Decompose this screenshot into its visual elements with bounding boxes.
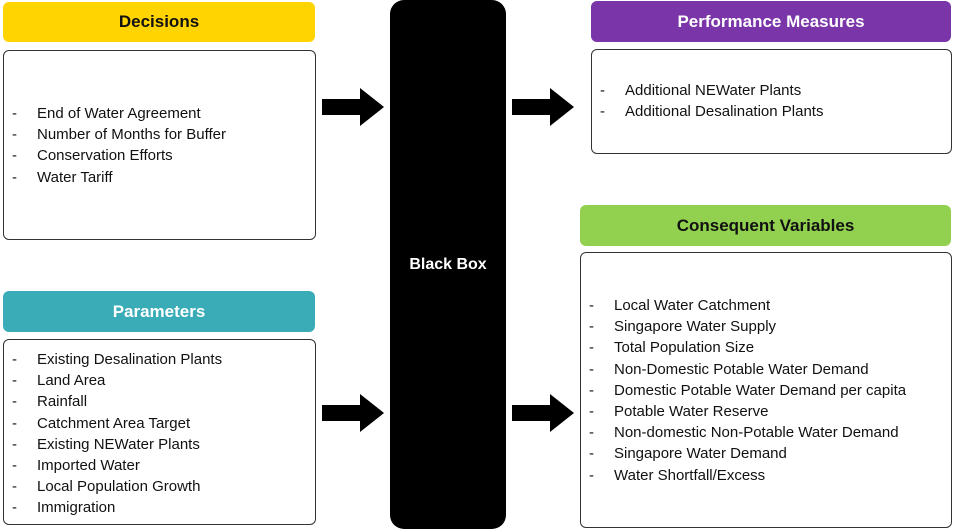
- black-box-label: Black Box: [409, 255, 487, 273]
- list-item-text: Non-domestic Non-Potable Water Demand: [614, 424, 899, 442]
- list-item-text: Non-Domestic Potable Water Demand: [614, 360, 869, 378]
- bullet-dash: -: [12, 393, 17, 411]
- performance-measures-box: - Additional NEWater Plants - Additional De…: [591, 49, 952, 154]
- arrow-blackbox-to-consequent: [512, 394, 574, 432]
- bullet-dash: -: [12, 351, 17, 368]
- list-item: - Additional Desalination Plants: [600, 101, 945, 122]
- list-item-text: Additional NEWater Plants: [625, 82, 802, 99]
- arrow-blackbox-to-performance: [512, 88, 574, 126]
- bullet-dash: -: [600, 103, 605, 121]
- consequent-variables-title: Consequent Variables: [676, 215, 855, 235]
- list-item-text: Existing NEWater Plants: [37, 435, 200, 453]
- list-item: - Total Population Size: [589, 337, 945, 358]
- bullet-dash: -: [589, 297, 594, 314]
- list-item: - End of Water Agreement: [12, 103, 309, 124]
- bullet-dash: -: [589, 339, 594, 357]
- list-item: - Catchment Area Target: [12, 413, 309, 434]
- bullet-dash: -: [12, 147, 17, 165]
- decisions-list: - End of Water Agreement - Number of Months…: [12, 103, 309, 188]
- list-item: - Water Tariff: [12, 167, 309, 188]
- list-item: - Local Population Growth: [12, 476, 309, 497]
- bullet-dash: -: [12, 478, 17, 496]
- list-item-text: Catchment Area Target: [37, 414, 191, 432]
- list-item: - Singapore Water Demand: [589, 443, 945, 464]
- consequent-variables-header: Consequent Variables: [580, 205, 951, 246]
- decisions-header: Decisions: [3, 2, 315, 42]
- list-item-text: Land Area: [37, 372, 106, 390]
- list-item: - Conservation Efforts: [12, 145, 309, 166]
- parameters-list: -Existing Desalination Plants-Land Area-…: [12, 349, 309, 519]
- list-item: - Additional NEWater Plants: [600, 80, 945, 101]
- list-item: - Land Area: [12, 370, 309, 391]
- list-item-text: Number of Months for Buffer: [37, 126, 226, 144]
- black-box: Black Box: [390, 0, 506, 529]
- list-item-text: Rainfall: [37, 393, 88, 411]
- performance-measures-title: Performance Measures: [677, 11, 865, 31]
- bullet-dash: -: [589, 424, 594, 442]
- list-item-text: Immigration: [37, 499, 116, 517]
- consequent-variables-box: - Local Water Catchment - Singapore Water S…: [580, 252, 952, 528]
- list-item-text: Conservation Efforts: [37, 147, 173, 165]
- performance-measures-header: Performance Measures: [591, 1, 951, 42]
- list-item-text: Singapore Water Supply: [614, 318, 777, 336]
- list-item: - Non-domestic Non-Potable Water Demand: [589, 422, 945, 443]
- bullet-dash: -: [12, 499, 17, 517]
- list-item-text: Domestic Potable Water Demand per capita: [614, 381, 907, 399]
- list-item-text: Additional Desalination Plants: [625, 103, 824, 121]
- bullet-dash: -: [589, 381, 594, 399]
- performance-measures-list: - Additional NEWater Plants - Additional De…: [600, 80, 945, 122]
- list-item: - Local Water Catchment: [589, 295, 945, 316]
- bullet-dash: -: [12, 414, 17, 432]
- list-item-text: Water Tariff: [37, 168, 113, 186]
- consequent-variables-list: - Local Water Catchment - Singapore Water S…: [589, 295, 945, 486]
- parameters-box: -Existing Desalination Plants-Land Area-…: [3, 339, 316, 525]
- list-item: - Rainfall: [12, 391, 309, 412]
- bullet-dash: -: [12, 105, 17, 122]
- list-item-text: End of Water Agreement: [37, 105, 201, 122]
- list-item-text: Local Water Catchment: [614, 297, 771, 314]
- bullet-dash: -: [12, 126, 17, 144]
- list-item-text: Total Population Size: [614, 339, 755, 357]
- list-item-text: Singapore Water Demand: [614, 445, 787, 463]
- list-item-text: Potable Water Reserve: [614, 403, 769, 421]
- bullet-dash: -: [12, 372, 17, 390]
- bullet-dash: -: [589, 445, 594, 463]
- bullet-dash: -: [589, 403, 594, 421]
- parameters-header: Parameters: [3, 291, 315, 332]
- list-item-text: Existing Desalination Plants: [37, 351, 223, 368]
- list-item: - Number of Months for Buffer: [12, 124, 309, 145]
- list-item: - Imported Water: [12, 455, 309, 476]
- bullet-dash: -: [12, 168, 17, 186]
- bullet-dash: -: [589, 466, 594, 484]
- list-item: - Water Shortfall/Excess: [589, 465, 945, 486]
- arrow-decisions-to-blackbox: [322, 88, 384, 126]
- bullet-dash: -: [600, 82, 605, 99]
- arrow-parameters-to-blackbox: [322, 394, 384, 432]
- list-item: - Potable Water Reserve: [589, 401, 945, 422]
- bullet-dash: -: [589, 360, 594, 378]
- list-item: - Singapore Water Supply: [589, 316, 945, 337]
- bullet-dash: -: [12, 457, 17, 475]
- list-item: - Immigration: [12, 497, 309, 518]
- list-item: - Non-Domestic Potable Water Demand: [589, 359, 945, 380]
- list-item: - Existing Desalination Plants: [12, 349, 309, 370]
- list-item-text: Imported Water: [37, 457, 140, 475]
- list-item: - Existing NEWater Plants: [12, 434, 309, 455]
- list-item-text: Water Shortfall/Excess: [614, 466, 766, 484]
- bullet-dash: -: [12, 435, 17, 453]
- decisions-box: - End of Water Agreement - Number of Months…: [3, 50, 316, 240]
- list-item: - Domestic Potable Water Demand per capit…: [589, 380, 945, 401]
- decisions-title: Decisions: [118, 12, 200, 31]
- bullet-dash: -: [589, 318, 594, 336]
- parameters-title: Parameters: [112, 301, 206, 321]
- list-item-text: Local Population Growth: [37, 478, 201, 496]
